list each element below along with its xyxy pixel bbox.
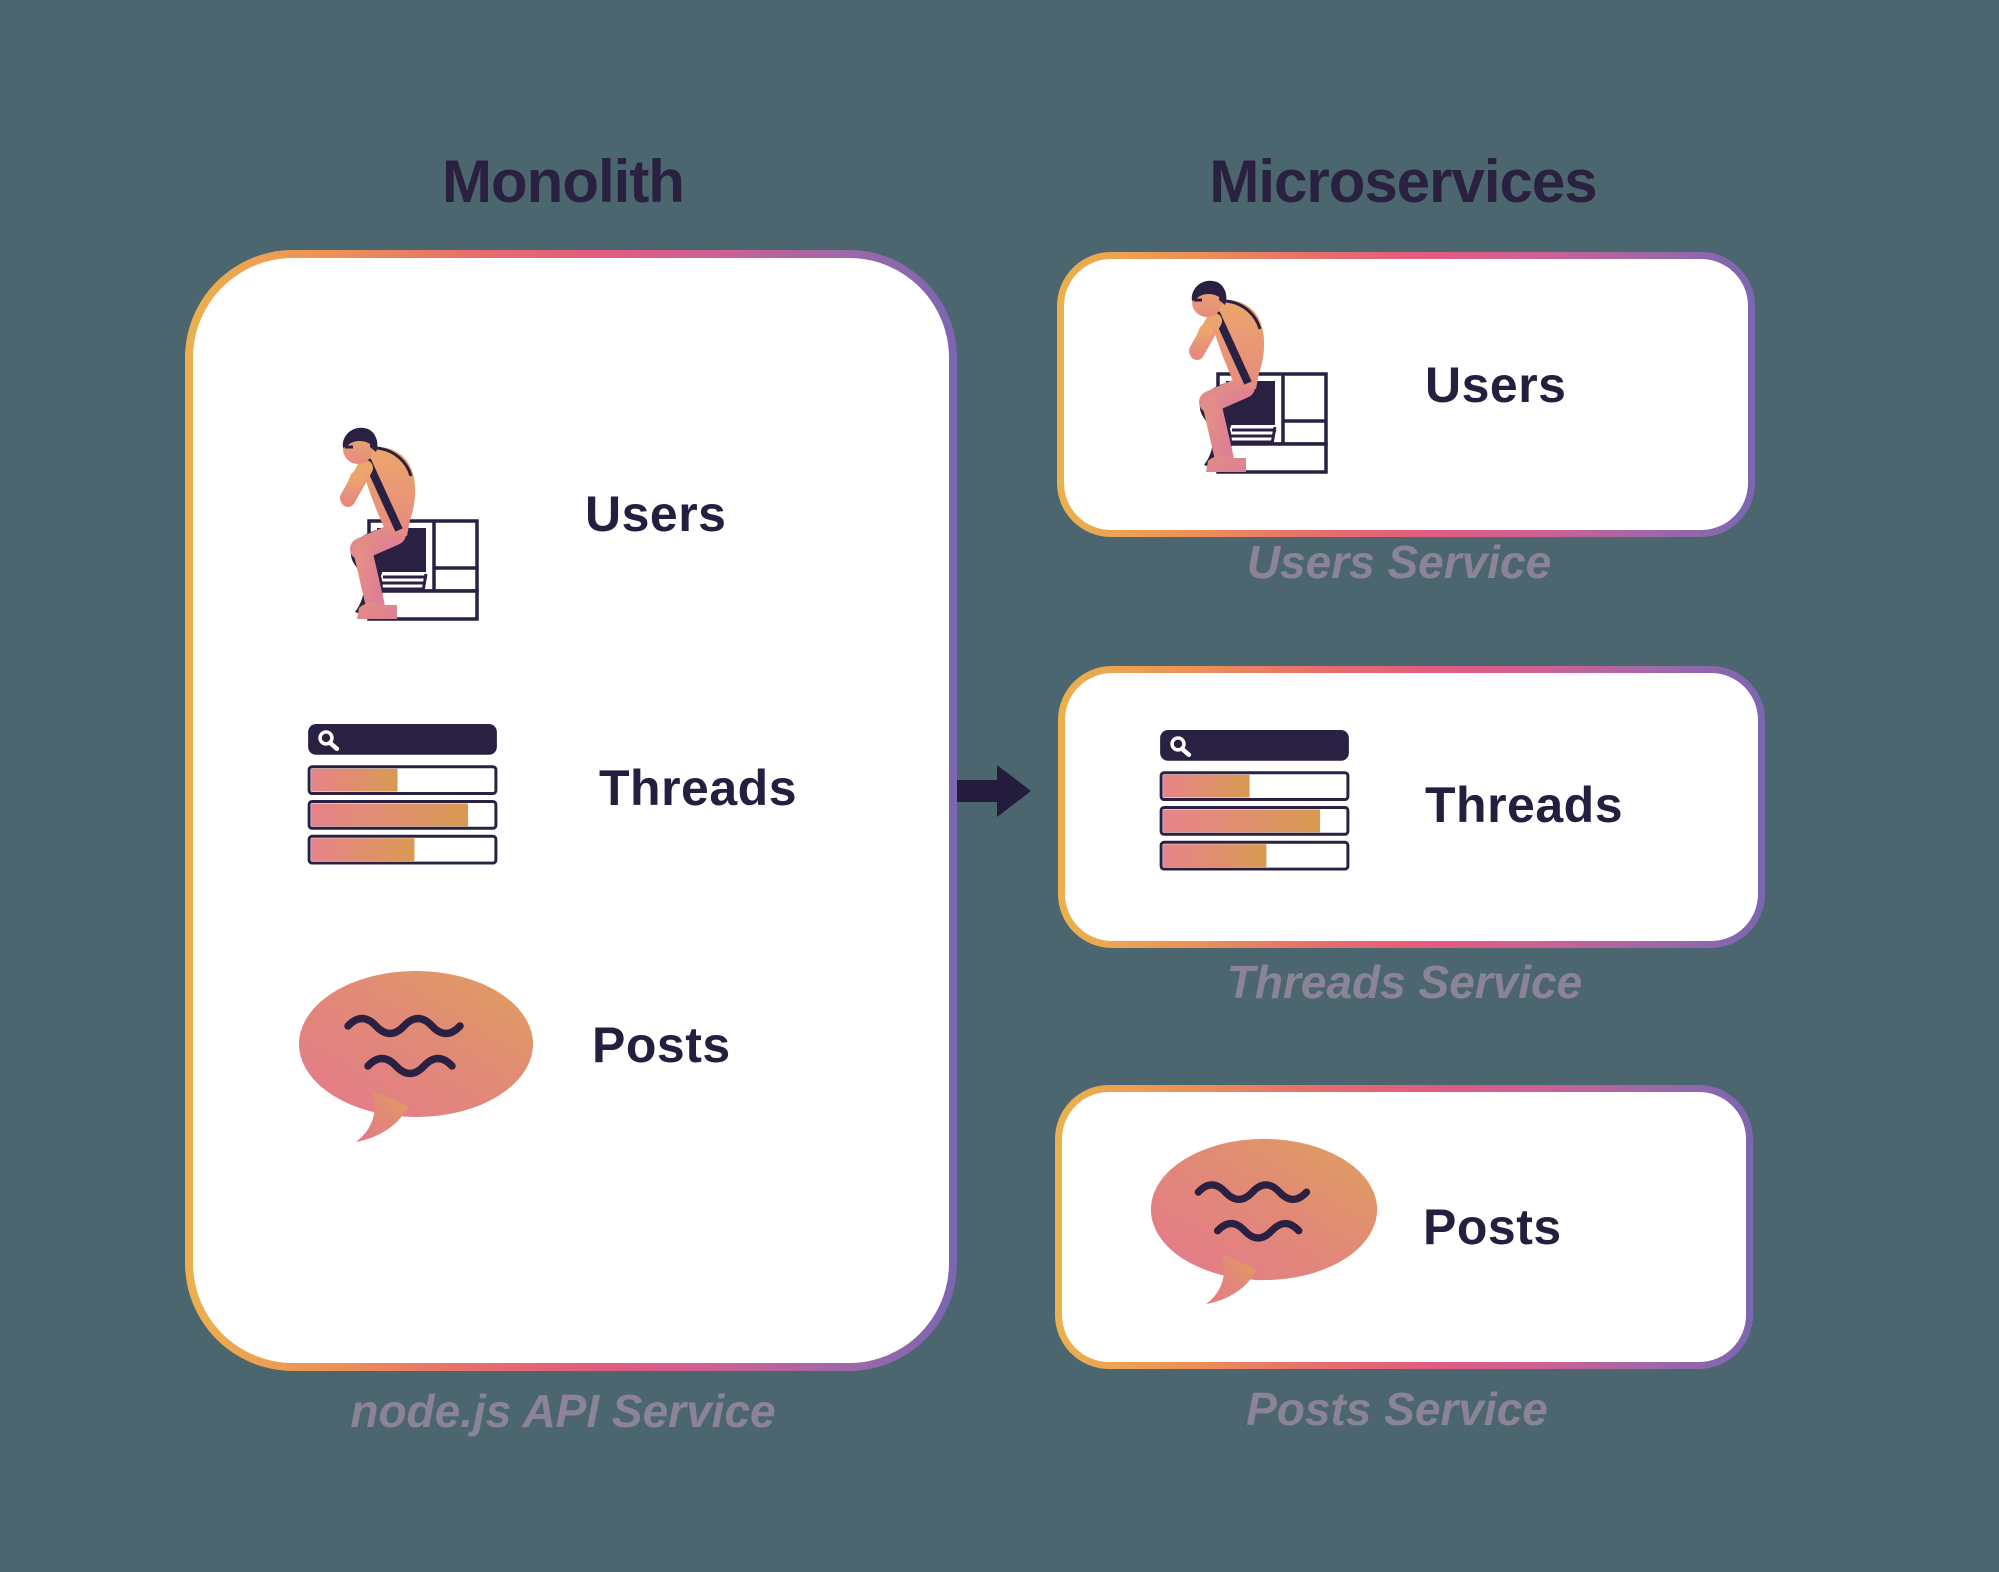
monolith-item-label-posts: Posts — [592, 1017, 731, 1073]
monolith-caption: node.js API Service — [350, 1385, 776, 1437]
monolith-card — [185, 250, 957, 1371]
threads-service-caption: Threads Service — [1226, 956, 1583, 1008]
users-service-caption: Users Service — [1246, 536, 1552, 588]
monolith-item-label-threads: Threads — [599, 760, 798, 816]
thinker-icon — [1162, 275, 1332, 485]
arrow-right-icon — [957, 765, 1031, 817]
users-service-label: Users — [1425, 357, 1567, 413]
thinker-icon — [313, 422, 483, 632]
posts-bubble-icon — [1148, 1136, 1380, 1312]
monolith-title: Monolith — [442, 148, 685, 215]
threads-service-label: Threads — [1425, 777, 1624, 833]
microservices-title: Microservices — [1209, 148, 1597, 215]
posts-service-caption: Posts Service — [1246, 1383, 1548, 1435]
monolith-item-label-users: Users — [585, 486, 727, 542]
posts-bubble-icon — [296, 968, 536, 1150]
threads-icon — [306, 722, 500, 874]
users-service-card — [1057, 252, 1755, 537]
threads-icon — [1158, 728, 1352, 880]
posts-service-label: Posts — [1423, 1199, 1562, 1255]
